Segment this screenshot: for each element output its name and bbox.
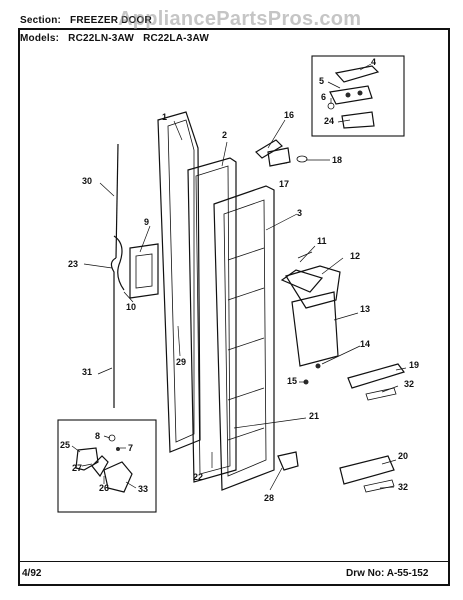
callout-21: 21 <box>309 411 320 421</box>
model-2: RC22LA-3AW <box>143 33 209 44</box>
bottom-hinge-bracket <box>75 447 99 471</box>
door-shelf-lower <box>339 455 395 485</box>
callout-7: 7 <box>128 443 134 453</box>
section-header: Section: FREEZER DOOR <box>20 15 152 26</box>
callout-6: 6 <box>321 92 327 102</box>
callout-15: 15 <box>287 376 298 386</box>
rod-bend <box>113 235 125 291</box>
screw-18 <box>296 155 308 163</box>
hinge-inset-box <box>311 55 405 137</box>
hinge-spacer <box>91 455 109 478</box>
footer-rule <box>18 561 450 562</box>
footer-drawing-number: Drw No: A-55-152 <box>346 568 429 579</box>
dispenser-housing <box>285 265 341 309</box>
callout-31: 31 <box>82 367 93 377</box>
callout-1: 1 <box>162 112 168 122</box>
screw-15 <box>303 379 309 385</box>
bottom-clip <box>277 451 299 471</box>
screw-14 <box>315 363 321 369</box>
model-1: RC22LN-3AW <box>68 33 135 44</box>
callout-14: 14 <box>360 339 371 349</box>
hinge-plate <box>334 65 380 83</box>
door-outer-panel <box>157 111 201 453</box>
callout-27: 27 <box>72 463 83 473</box>
section-value: FREEZER DOOR <box>70 15 152 26</box>
callout-32-upper: 32 <box>404 379 415 389</box>
watermark: AppliancePartsPros.com <box>118 8 362 30</box>
models-header: Models: RC22LN-3AW RC22LA-3AW <box>20 33 209 44</box>
shelf-trim-lower <box>363 479 395 493</box>
callout-11: 11 <box>317 236 327 246</box>
spring-assembly <box>255 139 283 159</box>
hinge-shim <box>341 111 375 129</box>
callout-9: 9 <box>144 217 150 227</box>
callout-19: 19 <box>409 360 420 370</box>
callout-26: 26 <box>99 483 110 493</box>
callout-22: 22 <box>193 472 204 482</box>
door-stop <box>267 147 291 167</box>
door-rod-upper <box>115 143 119 259</box>
callout-17: 17 <box>279 179 290 189</box>
models-label: Models: <box>20 33 60 44</box>
dispenser-cover <box>291 291 339 367</box>
callout-13: 13 <box>360 304 371 314</box>
handle-panel <box>129 243 159 299</box>
callout-3: 3 <box>297 208 303 218</box>
callout-28: 28 <box>264 493 275 503</box>
callout-8: 8 <box>95 431 101 441</box>
callout-5: 5 <box>319 76 325 86</box>
callout-24: 24 <box>324 116 335 126</box>
callout-29: 29 <box>176 357 187 367</box>
callout-25: 25 <box>60 440 71 450</box>
section-label: Section: <box>20 15 62 26</box>
callout-18: 18 <box>332 155 343 165</box>
callout-20: 20 <box>398 451 409 461</box>
bottom-hinge-inset-box <box>57 419 157 513</box>
door-shelf-upper <box>347 363 405 389</box>
dispenser-chute <box>280 269 324 293</box>
callout-33: 33 <box>138 484 149 494</box>
callout-2: 2 <box>222 130 228 140</box>
callout-4: 4 <box>371 57 377 67</box>
callout-30: 30 <box>82 176 93 186</box>
callout-32-lower: 32 <box>398 482 409 492</box>
callout-23: 23 <box>68 259 79 269</box>
footer-date: 4/92 <box>22 568 42 579</box>
door-liner <box>213 185 275 491</box>
hinge-bracket <box>329 85 373 105</box>
shelf-trim-upper <box>365 387 397 401</box>
door-rod-lower <box>110 257 117 408</box>
diagram-frame <box>18 28 450 586</box>
callout-12: 12 <box>350 251 361 261</box>
callout-10: 10 <box>126 302 137 312</box>
callout-16: 16 <box>284 110 295 120</box>
